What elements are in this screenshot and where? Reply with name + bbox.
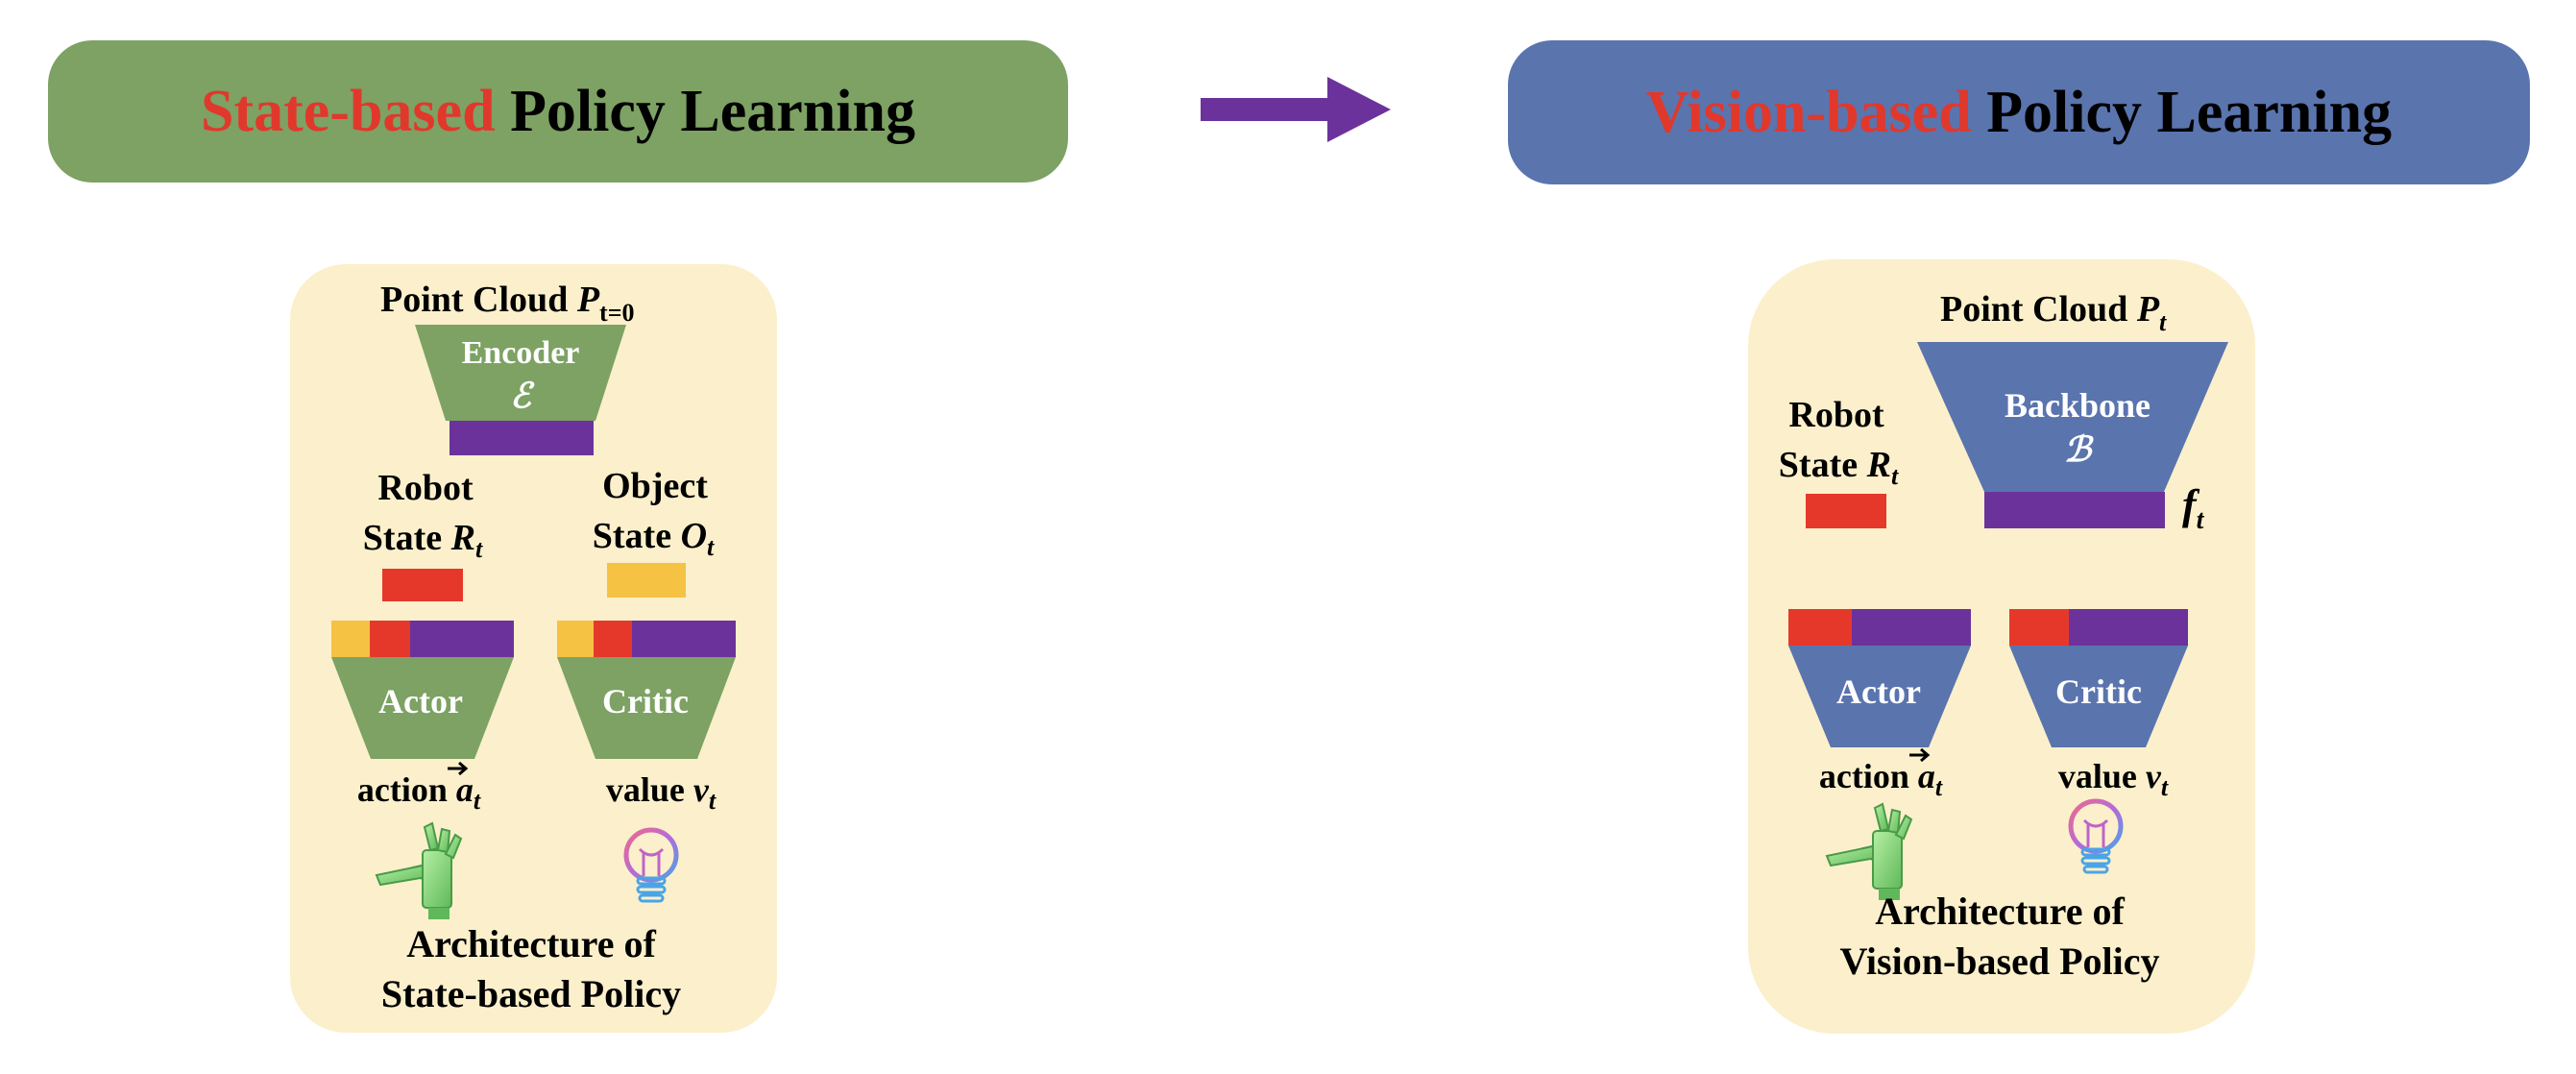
encoder-label: Encoder: [462, 335, 580, 371]
state-critic-input-robot: [594, 621, 632, 657]
state-critic-label: Critic: [602, 682, 689, 720]
encoder-symbol: ℰ: [510, 377, 535, 415]
vision-critic-block: [2009, 646, 2188, 747]
feature-label: ft: [2182, 481, 2205, 535]
state-value-label: value vt: [606, 770, 717, 815]
state-robot-label-line1: Robot: [377, 468, 474, 508]
backbone-feature-bar: [1984, 492, 2165, 528]
encoder-embedding-bar: [450, 421, 594, 455]
vision-robot-label-line1: Robot: [1788, 395, 1884, 435]
state-point-cloud-label: Point Cloud Pt=0: [380, 280, 635, 327]
vision-action-arrow-accent: [1909, 747, 1931, 763]
state-based-highlight: State-based: [201, 78, 496, 144]
state-robot-state-bar: [382, 569, 463, 601]
vision-robot-state-bar: [1806, 494, 1886, 528]
vision-based-banner-title: Policy Learning: [1971, 79, 2393, 145]
robot-hand-icon: [1825, 802, 1913, 900]
state-actor-input-object: [331, 621, 370, 657]
state-caption-line1: Architecture of: [406, 922, 656, 965]
state-actor-input-feature: [410, 621, 514, 657]
state-robot-label-line2: State Rt: [363, 518, 483, 563]
object-label-line2: State Ot: [593, 516, 715, 561]
state-critic-input-object: [557, 621, 594, 657]
state-based-banner: State-based Policy Learning: [48, 40, 1068, 183]
lightbulb-icon: [2068, 798, 2124, 874]
state-action-arrow-accent: [448, 761, 469, 776]
vision-caption-line1: Architecture of: [1875, 890, 2125, 933]
lightbulb-icon: [623, 827, 679, 903]
state-actor-label: Actor: [378, 682, 463, 720]
vision-actor-label: Actor: [1836, 672, 1921, 711]
vision-actor-input-robot: [1788, 609, 1852, 646]
object-label-line1: Object: [602, 466, 708, 506]
encoder-block: [415, 325, 626, 421]
vision-value-label: value vt: [2058, 757, 2169, 801]
vision-critic-input-robot: [2009, 609, 2069, 646]
vision-actor-input-feature: [1852, 609, 1971, 646]
vision-critic-input-feature: [2069, 609, 2188, 646]
state-action-label: action at: [357, 770, 481, 815]
state-caption-line2: State-based Policy: [381, 972, 681, 1015]
vision-based-highlight: Vision-based: [1645, 79, 1972, 145]
object-state-bar: [607, 563, 686, 598]
vision-caption-line2: Vision-based Policy: [1840, 940, 2160, 983]
state-critic-block: [557, 657, 736, 759]
vision-point-cloud-label: Point Cloud Pt: [1940, 289, 2167, 336]
state-actor-block: [331, 657, 514, 759]
state-critic-input-feature: [632, 621, 736, 657]
vision-action-label: action at: [1819, 757, 1943, 801]
backbone-label: Backbone: [2005, 386, 2151, 425]
state-based-banner-title: Policy Learning: [495, 78, 915, 144]
vision-actor-block: [1788, 646, 1971, 747]
backbone-block: [1917, 342, 2228, 492]
vision-based-banner: Vision-based Policy Learning: [1508, 40, 2530, 184]
state-actor-input-robot: [370, 621, 410, 657]
backbone-symbol: ℬ: [2064, 430, 2095, 469]
robot-hand-icon: [375, 821, 463, 919]
transition-arrow: [1201, 77, 1391, 142]
vision-robot-label-line2: State Rt: [1779, 445, 1899, 490]
vision-critic-label: Critic: [2055, 672, 2142, 711]
